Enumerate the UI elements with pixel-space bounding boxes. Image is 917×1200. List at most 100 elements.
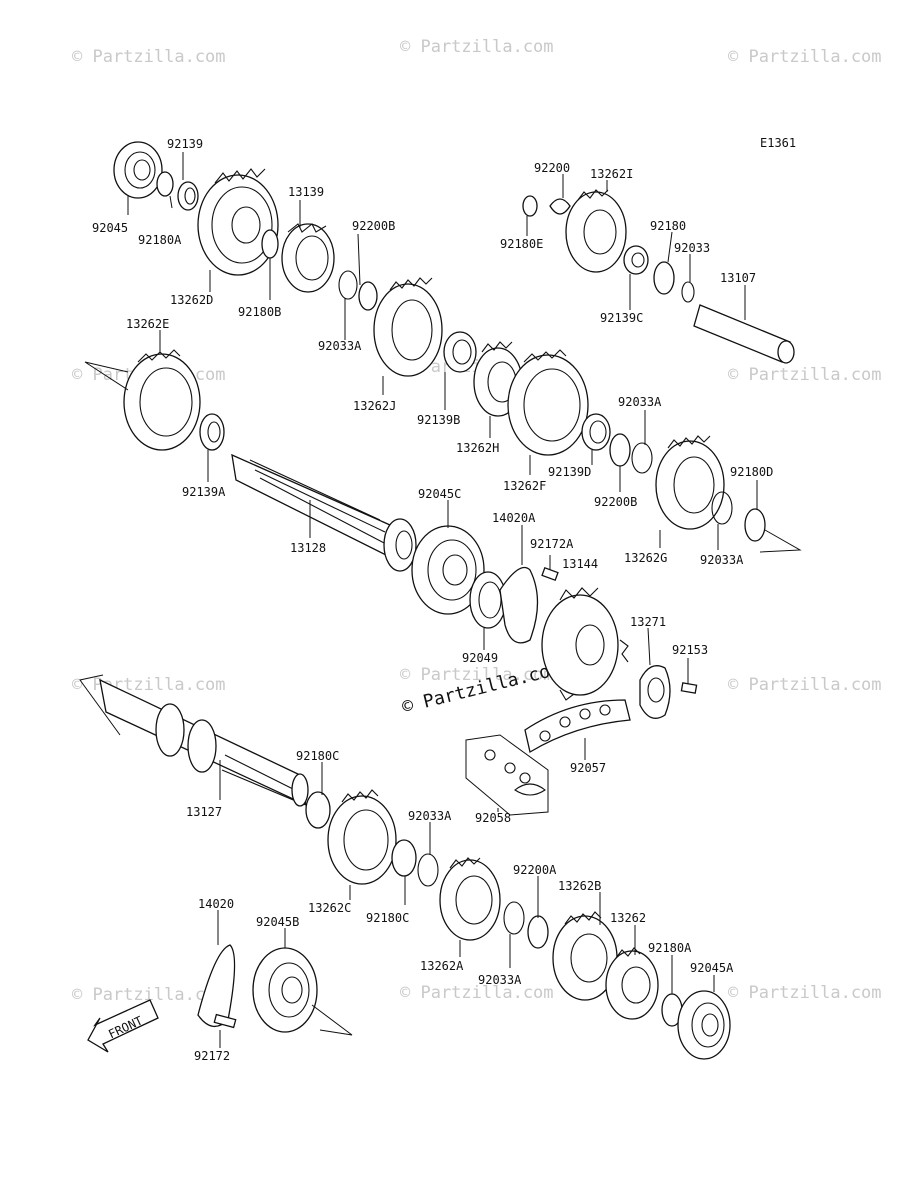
part-label: 13262C xyxy=(308,901,351,915)
gear-13262C xyxy=(327,789,397,885)
leader-lines xyxy=(127,152,758,1048)
part-label: 13262B xyxy=(558,879,601,893)
part-label: 92045C xyxy=(418,487,461,501)
collar-92180A xyxy=(156,171,174,197)
bush-92139 xyxy=(177,181,199,211)
watermark: © Partzilla.com xyxy=(400,665,554,685)
gear-13262J xyxy=(373,277,443,377)
watermark: © Partzilla.com xyxy=(728,675,882,695)
upper-right-group xyxy=(522,189,795,364)
bearing-92045C xyxy=(411,525,485,615)
part-label: 92180D xyxy=(730,465,773,479)
part-label: 92045B xyxy=(256,915,299,929)
watermark: © Partzilla.com xyxy=(72,47,226,67)
shaft-13107 xyxy=(693,304,795,364)
part-label: 92200B xyxy=(352,219,395,233)
lower-gear-group xyxy=(99,678,731,1060)
part-label: 13262 xyxy=(610,911,646,925)
part-label: 92200 xyxy=(534,161,570,175)
part-label: 92172A xyxy=(530,537,574,551)
watermark: © Partzilla.com xyxy=(400,37,554,57)
part-label: 13128 xyxy=(290,541,326,555)
shaft-13128 xyxy=(231,453,417,572)
watermark: © Partzilla.com xyxy=(400,983,554,1003)
gear-13262I xyxy=(565,189,627,273)
part-label: 92139D xyxy=(548,465,591,479)
part-label: 92180C xyxy=(366,911,409,925)
part-label: 92045A xyxy=(690,961,734,975)
part-label: 14020A xyxy=(492,511,536,525)
plate-14020 xyxy=(197,944,236,1027)
part-label: 92033 xyxy=(674,241,710,255)
diagram-code: E1361 xyxy=(760,136,796,150)
part-label: 13262E xyxy=(126,317,169,331)
washer-92180D xyxy=(744,508,766,542)
bearing-92045B xyxy=(252,947,318,1033)
part-label: 92139 xyxy=(167,137,203,151)
washer-92200 xyxy=(549,198,571,215)
part-label: 92033A xyxy=(318,339,362,353)
bolt-92172 xyxy=(213,1013,237,1029)
part-label: 92172 xyxy=(194,1049,230,1063)
part-label: 92180A xyxy=(648,941,692,955)
part-label: 92139A xyxy=(182,485,226,499)
gear-13262D xyxy=(197,168,279,276)
shaft-13127 xyxy=(99,678,309,807)
washer-92180B xyxy=(261,229,279,259)
part-label: 92180C xyxy=(296,749,339,763)
part-label: 14020 xyxy=(198,897,234,911)
part-labels: 92139 92045 92180A 13139 13262D 92180B 9… xyxy=(92,137,773,1063)
part-label: 92139B xyxy=(417,413,460,427)
part-label: 13262D xyxy=(170,293,213,307)
part-label: 92049 xyxy=(462,651,498,665)
needle-bearing-92139B xyxy=(443,331,477,373)
part-label: 92200A xyxy=(513,863,557,877)
gear-13262 xyxy=(605,947,659,1020)
bearing-92045 xyxy=(113,141,163,199)
chain-92057 xyxy=(524,699,631,754)
part-label: 13139 xyxy=(288,185,324,199)
bush-92139A xyxy=(199,413,225,451)
part-label: 92033A xyxy=(618,395,662,409)
part-label: 92180E xyxy=(500,237,543,251)
watermark: © Partzilla.com xyxy=(728,365,882,385)
needle-bearing-92139D xyxy=(581,413,611,451)
chain-link-92058 xyxy=(465,734,549,816)
part-label: 92180B xyxy=(238,305,281,319)
washer-92180C-2 xyxy=(391,839,417,877)
circlip-92033A-5 xyxy=(503,901,525,935)
part-label: 13262A xyxy=(420,959,464,973)
part-label: 13127 xyxy=(186,805,222,819)
sprocket-13144 xyxy=(541,587,629,701)
gear-13139 xyxy=(281,223,335,293)
part-label: 92033A xyxy=(700,553,744,567)
part-label: 92180A xyxy=(138,233,182,247)
part-label: 92057 xyxy=(570,761,606,775)
part-label: 92153 xyxy=(672,643,708,657)
gear-13262F xyxy=(507,349,589,456)
part-label: 92058 xyxy=(475,811,511,825)
front-arrow: FRONT xyxy=(87,999,159,1053)
watermark: © Partzilla.com xyxy=(728,47,882,67)
circlip-92033A xyxy=(338,270,358,300)
part-label: 92033A xyxy=(478,973,522,987)
upper-gear-group xyxy=(113,141,766,542)
part-label: 13262G xyxy=(624,551,667,565)
washer-92180 xyxy=(653,261,675,295)
part-label: 13262I xyxy=(590,167,633,181)
washer-92200B-2 xyxy=(609,433,631,467)
plate-14020A xyxy=(499,566,539,644)
circlip-92033 xyxy=(681,281,695,303)
part-label: 92200B xyxy=(594,495,637,509)
axis-arrows xyxy=(79,361,802,1036)
circlip-92033A-4 xyxy=(417,853,439,887)
washer-92180E xyxy=(522,195,538,217)
part-label: 13262J xyxy=(353,399,396,413)
bolt-92172A xyxy=(541,567,559,581)
watermark: © Partzilla.com xyxy=(72,985,226,1005)
watermark: © Partzilla.com xyxy=(728,983,882,1003)
circlip-92033A-2 xyxy=(631,442,653,474)
part-label: 13262F xyxy=(503,479,546,493)
part-label: 13271 xyxy=(630,615,666,629)
